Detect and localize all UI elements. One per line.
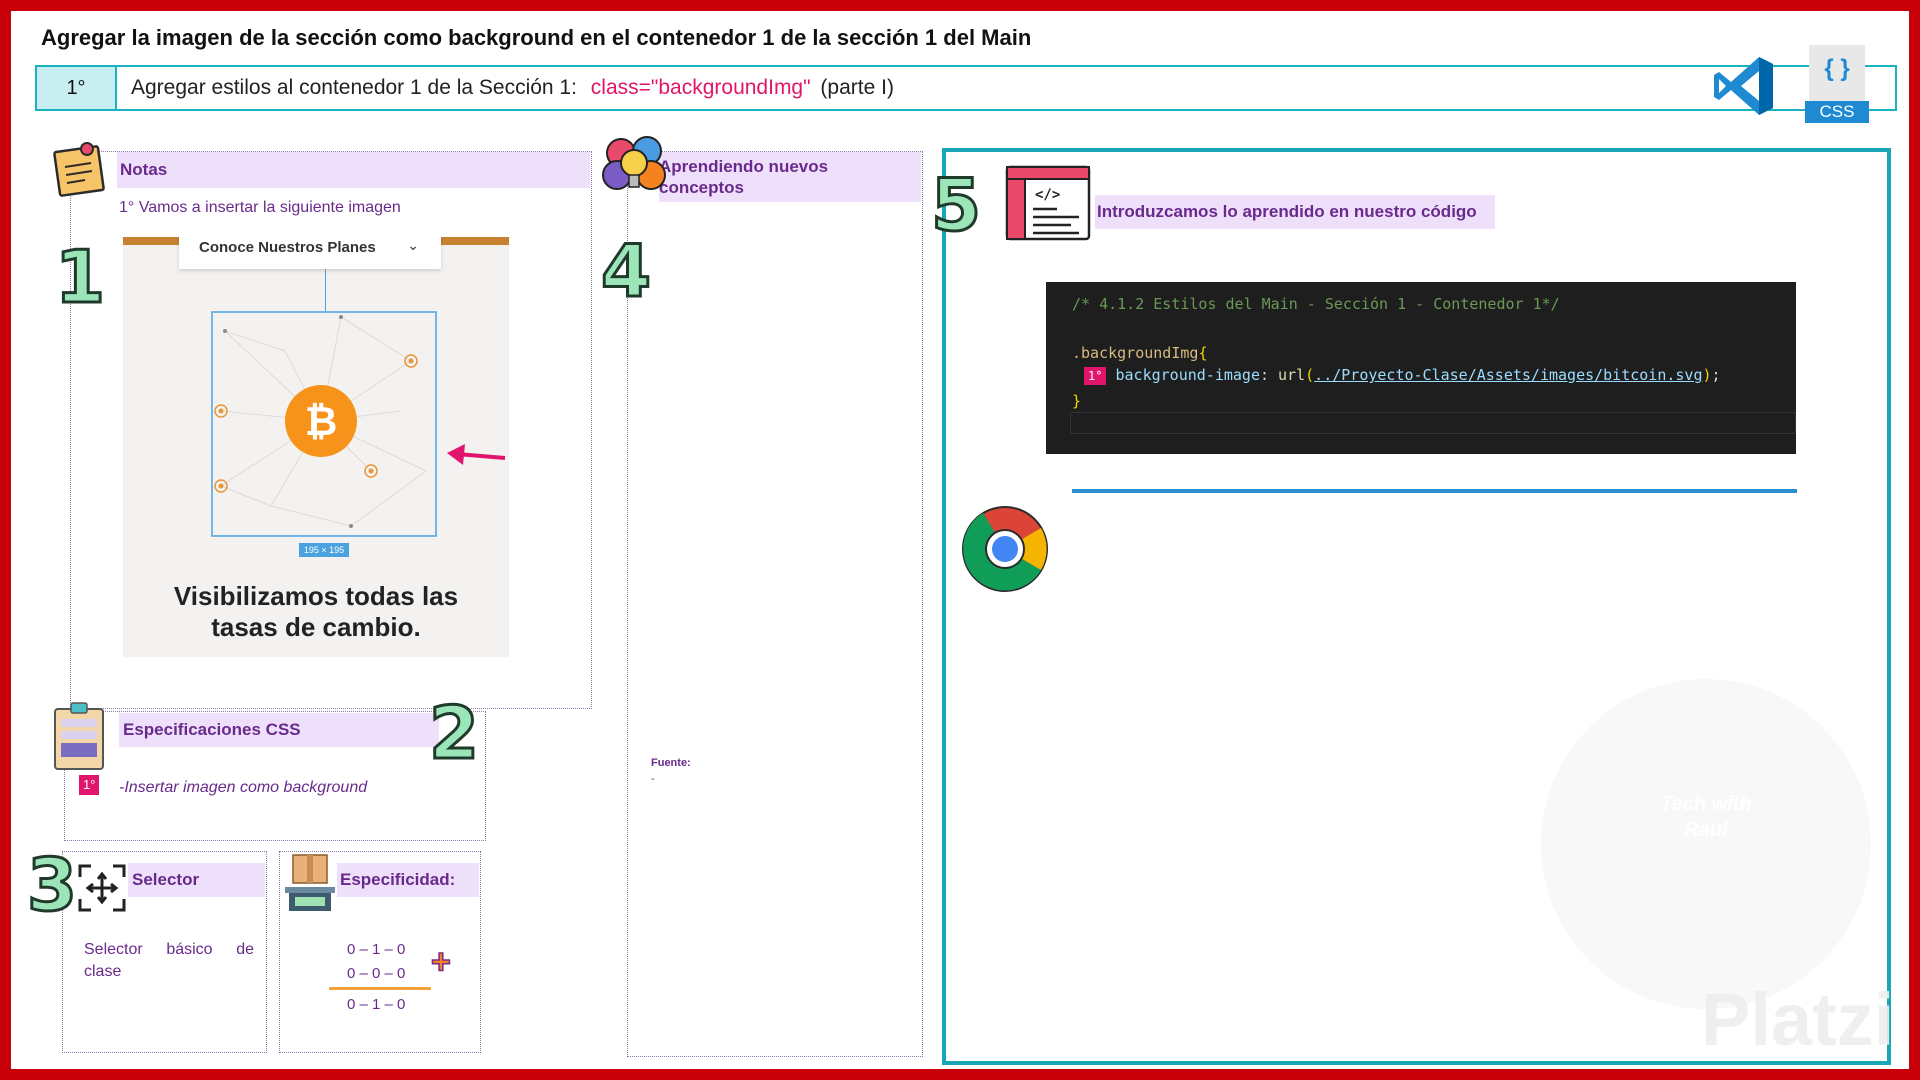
tech-with-raul-watermark: Tech with Raul	[1541, 679, 1871, 1009]
plans-dropdown-label: Conoce Nuestros Planes	[199, 239, 376, 256]
code-property: background-image	[1115, 366, 1260, 384]
vscode-icon	[1714, 57, 1773, 115]
bitcoin-image-preview: Conoce Nuestros Planes ⌄	[123, 237, 509, 657]
code-open-brace: {	[1198, 344, 1208, 362]
code-header-label: Introduzcamos lo aprendido en nuestro có…	[1097, 202, 1477, 221]
chevron-down-icon: ⌄	[407, 237, 419, 253]
scale-box-icon	[285, 854, 335, 911]
clipboard-icon	[54, 702, 104, 770]
css-label: CSS	[1805, 101, 1869, 123]
code-function: url	[1278, 366, 1306, 384]
css-specs-panel	[64, 711, 486, 841]
notes-header-label: Notas	[120, 160, 168, 179]
source-value: -	[651, 773, 655, 785]
step-code: class="backgroundImg"	[590, 76, 811, 99]
learning-header-line-2: conceptos	[659, 178, 745, 197]
sum-divider	[329, 987, 431, 990]
plans-dropdown: Conoce Nuestros Planes ⌄	[179, 237, 441, 269]
step-number: 1°	[37, 67, 117, 109]
code-comment: /* 4.1.2 Estilos del Main - Sección 1 - …	[1072, 295, 1560, 313]
selector-header: Selector	[128, 863, 265, 897]
code-property-line: 1° background-image: url(../Proyecto-Cla…	[1084, 366, 1721, 385]
step-bar: 1° Agregar estilos al contenedor 1 de la…	[35, 65, 1897, 111]
brain-lightbulb-icon	[602, 136, 666, 190]
chrome-icon	[962, 506, 1048, 592]
code-cursor-line	[1070, 412, 1796, 434]
notes-panel	[70, 151, 592, 709]
step-number-5: 5	[929, 163, 982, 247]
spec-item: -Insertar imagen como background	[119, 779, 368, 796]
step-number-1: 1	[53, 235, 106, 319]
code-badge: 1°	[1084, 367, 1107, 385]
notes-line: 1° Vamos a insertar la siguiente imagen	[119, 199, 401, 216]
selector-header-label: Selector	[132, 870, 200, 889]
platzi-watermark: Platzi	[1591, 977, 1909, 1062]
step-description: Agregar estilos al contenedor 1 de la Se…	[131, 76, 577, 99]
selector-text: Selector básico de clase	[84, 941, 254, 980]
move-selection-icon	[78, 864, 126, 912]
caption-line-2: tasas de cambio.	[211, 612, 421, 642]
size-label: 195 × 195	[299, 543, 349, 557]
step-number-2: 2	[427, 691, 480, 775]
specificity-panel	[279, 851, 481, 1053]
code-header: Introduzcamos lo aprendido en nuestro có…	[1095, 195, 1495, 229]
step-text: Agregar estilos al contenedor 1 de la Se…	[131, 67, 894, 109]
code-selector-line: .backgroundImg{	[1072, 344, 1207, 362]
code-window-icon: </>	[1005, 165, 1091, 241]
plus-icon: +	[430, 943, 451, 981]
bitcoin-network-graphic: ₿	[211, 311, 437, 537]
learning-header: Aprendiendo nuevos conceptos	[659, 152, 921, 202]
watermark-line-2: Raul	[1684, 819, 1728, 841]
code-divider	[1072, 489, 1797, 493]
caption-line-1: Visibilizamos todas las	[173, 581, 459, 611]
selector-panel	[62, 851, 267, 1053]
css-file-icon: { } CSS	[1805, 45, 1869, 125]
specificity-row-2: 0 – 0 – 0	[347, 965, 406, 982]
css-specs-header: Especificaciones CSS	[119, 713, 439, 747]
code-panel-frame	[942, 148, 1891, 1065]
step-number-3: 3	[25, 843, 78, 927]
svg-text:</>: </>	[1035, 187, 1060, 203]
css-braces: { }	[1824, 55, 1850, 82]
code-editor: /* 4.1.2 Estilos del Main - Sección 1 - …	[1046, 282, 1796, 454]
specificity-header: Especificidad:	[337, 863, 479, 897]
page-title: Agregar la imagen de la sección como bac…	[41, 25, 1032, 50]
specificity-result: 0 – 1 – 0	[347, 996, 406, 1013]
spec-badge: 1°	[79, 775, 100, 795]
platzi-watermark-label: Platzi	[1701, 978, 1895, 1061]
svg-text:₿: ₿	[305, 399, 338, 445]
code-selector: .backgroundImg	[1072, 344, 1199, 362]
watermark-line-1: Tech with	[1660, 793, 1752, 815]
source-label: Fuente:	[651, 757, 691, 769]
sticky-note-icon	[53, 142, 105, 197]
specificity-header-label: Especificidad:	[340, 870, 456, 889]
image-caption: Visibilizamos todas las tasas de cambio.	[123, 581, 509, 643]
arrow-left-icon	[447, 444, 506, 465]
learning-panel	[627, 151, 923, 1057]
css-specs-header-label: Especificaciones CSS	[123, 720, 301, 739]
notes-header: Notas	[117, 152, 590, 188]
code-path: ../Proyecto-Clase/Assets/images/bitcoin.…	[1314, 366, 1703, 384]
slide: Agregar la imagen de la sección como bac…	[11, 11, 1909, 1069]
specificity-row-1: 0 – 1 – 0	[347, 941, 406, 958]
step-suffix: (parte I)	[820, 76, 894, 99]
learning-header-line-1: Aprendiendo nuevos	[659, 157, 829, 176]
step-number-4: 4	[599, 229, 652, 313]
code-close-brace: }	[1072, 392, 1082, 410]
